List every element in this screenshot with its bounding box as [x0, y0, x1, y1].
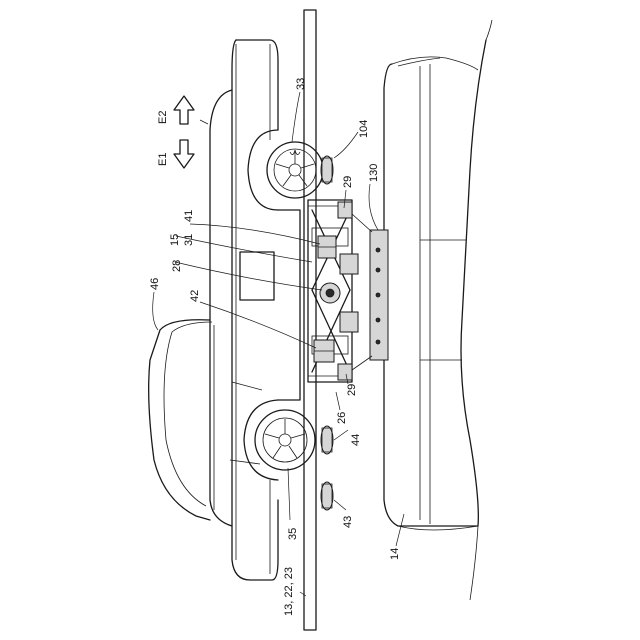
holder-41 — [318, 236, 336, 258]
roller-44 — [321, 426, 333, 454]
label-31: 31 — [183, 234, 195, 246]
label-104: 104 — [358, 120, 370, 138]
label-43: 43 — [342, 516, 354, 528]
floor-plate — [304, 10, 316, 630]
wheel-arches — [244, 130, 278, 480]
label-130: 130 — [368, 164, 380, 182]
label-14: 14 — [389, 548, 401, 560]
label-29-bottom: 29 — [346, 384, 358, 396]
label-e2: E2 — [157, 111, 169, 124]
label-15: 15 — [169, 234, 181, 246]
wheel-33 — [267, 142, 323, 198]
roller-43 — [321, 482, 333, 510]
pivot-28 — [320, 283, 340, 303]
label-26: 26 — [336, 412, 348, 424]
label-46: 46 — [149, 278, 161, 290]
roller-104 — [321, 156, 333, 184]
arrow-e1-icon — [174, 140, 194, 168]
label-41: 41 — [183, 210, 195, 222]
wheel-35 — [255, 410, 315, 470]
transport-robot-body — [384, 20, 492, 600]
arrow-e2-icon — [174, 96, 194, 124]
label-13-22-23: 13, 22, 23 — [283, 567, 295, 616]
label-29-top: 29 — [342, 176, 354, 188]
reference-labels: 33 104 130 29 41 31 15 28 42 46 29 26 44… — [149, 78, 401, 616]
holder-42 — [314, 340, 334, 362]
label-44: 44 — [350, 434, 362, 446]
vehicle-body — [149, 40, 300, 580]
robot-top-plate — [370, 230, 388, 360]
label-33: 33 — [295, 78, 307, 90]
label-35: 35 — [287, 528, 299, 540]
label-e1: E1 — [157, 153, 169, 166]
label-28: 28 — [171, 260, 183, 272]
label-42: 42 — [189, 290, 201, 302]
